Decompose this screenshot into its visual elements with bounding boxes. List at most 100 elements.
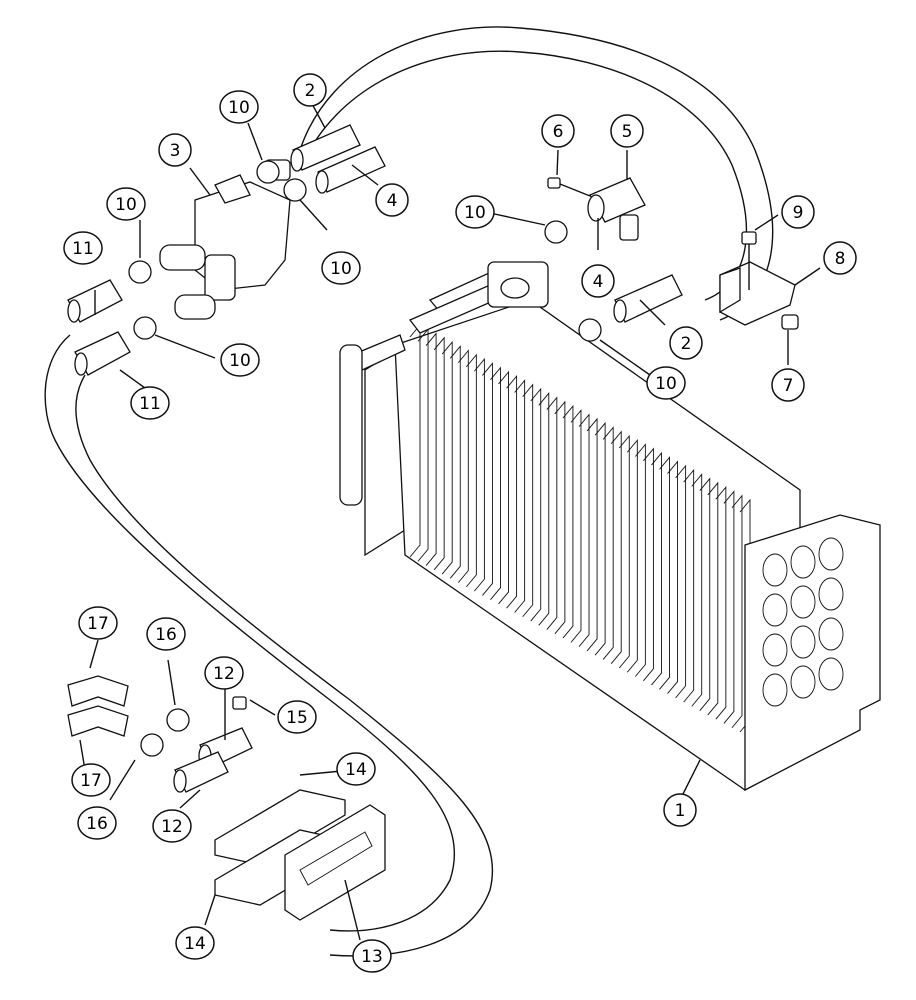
coil-loop (818, 537, 844, 571)
fin-line (659, 456, 670, 690)
coil-loop (762, 633, 788, 667)
fin-line (610, 430, 622, 664)
callout-circle (77, 806, 117, 840)
callout-circle (63, 231, 103, 265)
callout-15: 15 (277, 700, 317, 734)
fin-line (474, 357, 485, 592)
callout-label: 2 (681, 334, 692, 354)
coil-loop (818, 577, 844, 611)
callout-label: 14 (345, 760, 367, 780)
callout-circle (204, 656, 244, 690)
callout-8: 8 (823, 241, 857, 275)
fin-line (457, 349, 469, 583)
coil-loop (818, 617, 844, 651)
fin-line (618, 434, 630, 669)
callout-label: 4 (593, 272, 604, 292)
callout-circle (771, 368, 805, 402)
coil-loop (790, 665, 816, 699)
callout-10: 10 (220, 343, 260, 377)
callout-12: 12 (204, 656, 244, 690)
fin-line (522, 383, 534, 618)
callout-circle (375, 183, 409, 217)
coil-loop (762, 673, 788, 707)
fin-line (546, 396, 558, 630)
callout-label: 5 (622, 122, 633, 142)
callout-label: 16 (86, 814, 108, 834)
callout-circle (78, 606, 118, 640)
fin-line (675, 464, 687, 699)
heater-core (339, 261, 881, 792)
callout-1: 1 (663, 793, 697, 827)
callout-label: 14 (184, 934, 206, 954)
coil-loop (762, 553, 788, 587)
callout-2: 2 (669, 326, 703, 360)
fin-line (570, 409, 582, 643)
fin-line (465, 353, 477, 588)
callout-circle (175, 926, 215, 960)
fin-line (699, 477, 711, 711)
callout-10: 10 (219, 90, 259, 124)
fin-line (433, 336, 445, 571)
fin-line (506, 374, 518, 609)
callout-label: 10 (229, 351, 251, 371)
fin-line (425, 332, 437, 566)
callout-label: 13 (361, 947, 383, 967)
callout-circle (541, 114, 575, 148)
callout-label: 10 (655, 374, 677, 394)
fin-line (667, 460, 679, 694)
callout-circle (220, 343, 260, 377)
callout-10: 10 (646, 366, 686, 400)
callout-7: 7 (771, 368, 805, 402)
callout-12: 12 (152, 809, 192, 843)
callout-9: 9 (781, 195, 815, 229)
callout-label: 10 (330, 259, 352, 279)
callouts: 1223445678910101010101011111212131414151… (63, 73, 857, 973)
coil-loop (790, 545, 816, 579)
fin-line (635, 443, 646, 677)
callout-label: 15 (286, 708, 308, 728)
callout-label: 17 (87, 614, 109, 634)
fin-line (691, 473, 703, 707)
callout-14: 14 (175, 926, 215, 960)
callout-label: 12 (161, 817, 183, 837)
callout-label: 11 (72, 239, 94, 259)
callout-3: 3 (158, 133, 192, 167)
fin-line (449, 345, 461, 579)
fin-line (643, 447, 654, 682)
callout-11: 11 (63, 231, 103, 265)
callout-label: 11 (139, 394, 161, 414)
callout-circle (823, 241, 857, 275)
callout-16: 16 (146, 617, 186, 651)
callout-circle (277, 700, 317, 734)
fin-line (482, 362, 493, 596)
callout-label: 12 (213, 664, 235, 684)
callout-label: 7 (783, 376, 794, 396)
callout-13: 13 (352, 939, 392, 973)
fin-line (409, 323, 421, 558)
coil-loop (762, 593, 788, 627)
fin-line (707, 481, 719, 716)
callout-5: 5 (610, 114, 644, 148)
callout-circle (781, 195, 815, 229)
fin-line (562, 404, 574, 639)
fin-line (441, 340, 453, 575)
fin-line (723, 490, 735, 724)
callout-label: 10 (228, 98, 250, 118)
callout-11: 11 (130, 386, 170, 420)
water-valve (159, 159, 291, 320)
callout-16: 16 (77, 806, 117, 840)
hose-pieces (67, 124, 799, 921)
callout-10: 10 (455, 195, 495, 229)
fin-line (538, 392, 550, 626)
fin-line (417, 328, 429, 562)
callout-circle (646, 366, 686, 400)
coil-loop (790, 625, 816, 659)
coil-loop (790, 585, 816, 619)
callout-circle (663, 793, 697, 827)
fin-line (651, 451, 662, 686)
fin-line (586, 417, 598, 652)
fin-line (578, 413, 590, 647)
fin-line (514, 379, 526, 613)
callout-label: 10 (464, 203, 486, 223)
